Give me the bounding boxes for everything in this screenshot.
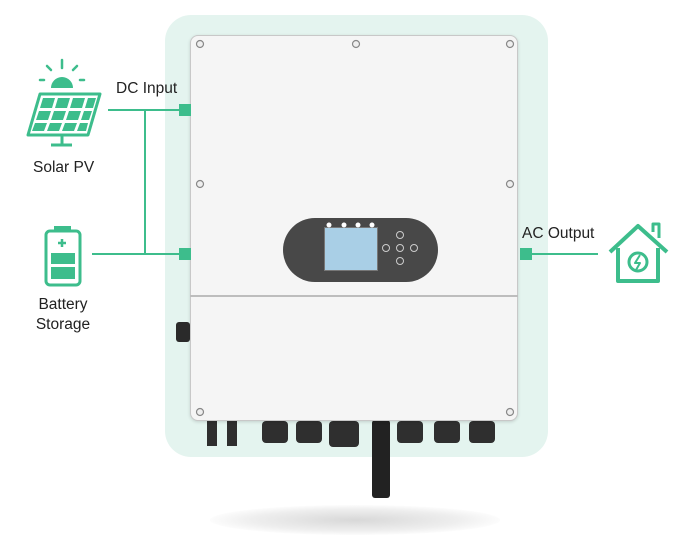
led xyxy=(326,222,332,228)
battery-label-line1: Battery xyxy=(38,296,88,313)
screw xyxy=(351,39,361,49)
screw xyxy=(505,179,515,189)
mc4-connector xyxy=(207,420,217,446)
screw xyxy=(195,39,205,49)
led xyxy=(355,222,361,228)
screw xyxy=(505,39,515,49)
sun-icon xyxy=(38,58,86,88)
screw xyxy=(195,179,205,189)
cable-gland xyxy=(296,421,322,443)
led xyxy=(341,222,347,228)
up-button[interactable] xyxy=(396,231,404,239)
screw xyxy=(195,407,205,417)
ok-button[interactable] xyxy=(396,244,404,252)
solar-panel-icon xyxy=(26,92,102,147)
lcd-screen xyxy=(324,227,378,271)
side-switch xyxy=(176,322,190,342)
cable-gland xyxy=(469,421,495,443)
right-button[interactable] xyxy=(410,244,418,252)
mc4-connector xyxy=(227,420,237,446)
cable-gland xyxy=(262,421,288,443)
left-button[interactable] xyxy=(382,244,390,252)
floor-shadow xyxy=(210,505,500,535)
ac-port xyxy=(520,248,532,260)
house-lightning-icon xyxy=(608,222,669,283)
cable xyxy=(372,420,390,498)
cable-gland xyxy=(434,421,460,443)
led xyxy=(369,222,375,228)
cable-gland xyxy=(329,421,359,447)
screw xyxy=(505,407,515,417)
dc-port-solar xyxy=(179,104,191,116)
dc-port-battery xyxy=(179,248,191,260)
dc-input-label: DC Input xyxy=(116,80,178,97)
solar-pv-label: Solar PV xyxy=(33,159,95,176)
inverter-divider xyxy=(190,295,518,297)
battery-label-line2: Storage xyxy=(35,316,91,333)
cable-gland xyxy=(397,421,423,443)
ac-output-label: AC Output xyxy=(522,225,595,242)
battery-storage-label: Battery Storage xyxy=(22,295,104,334)
battery-icon xyxy=(44,226,82,287)
down-button[interactable] xyxy=(396,257,404,265)
